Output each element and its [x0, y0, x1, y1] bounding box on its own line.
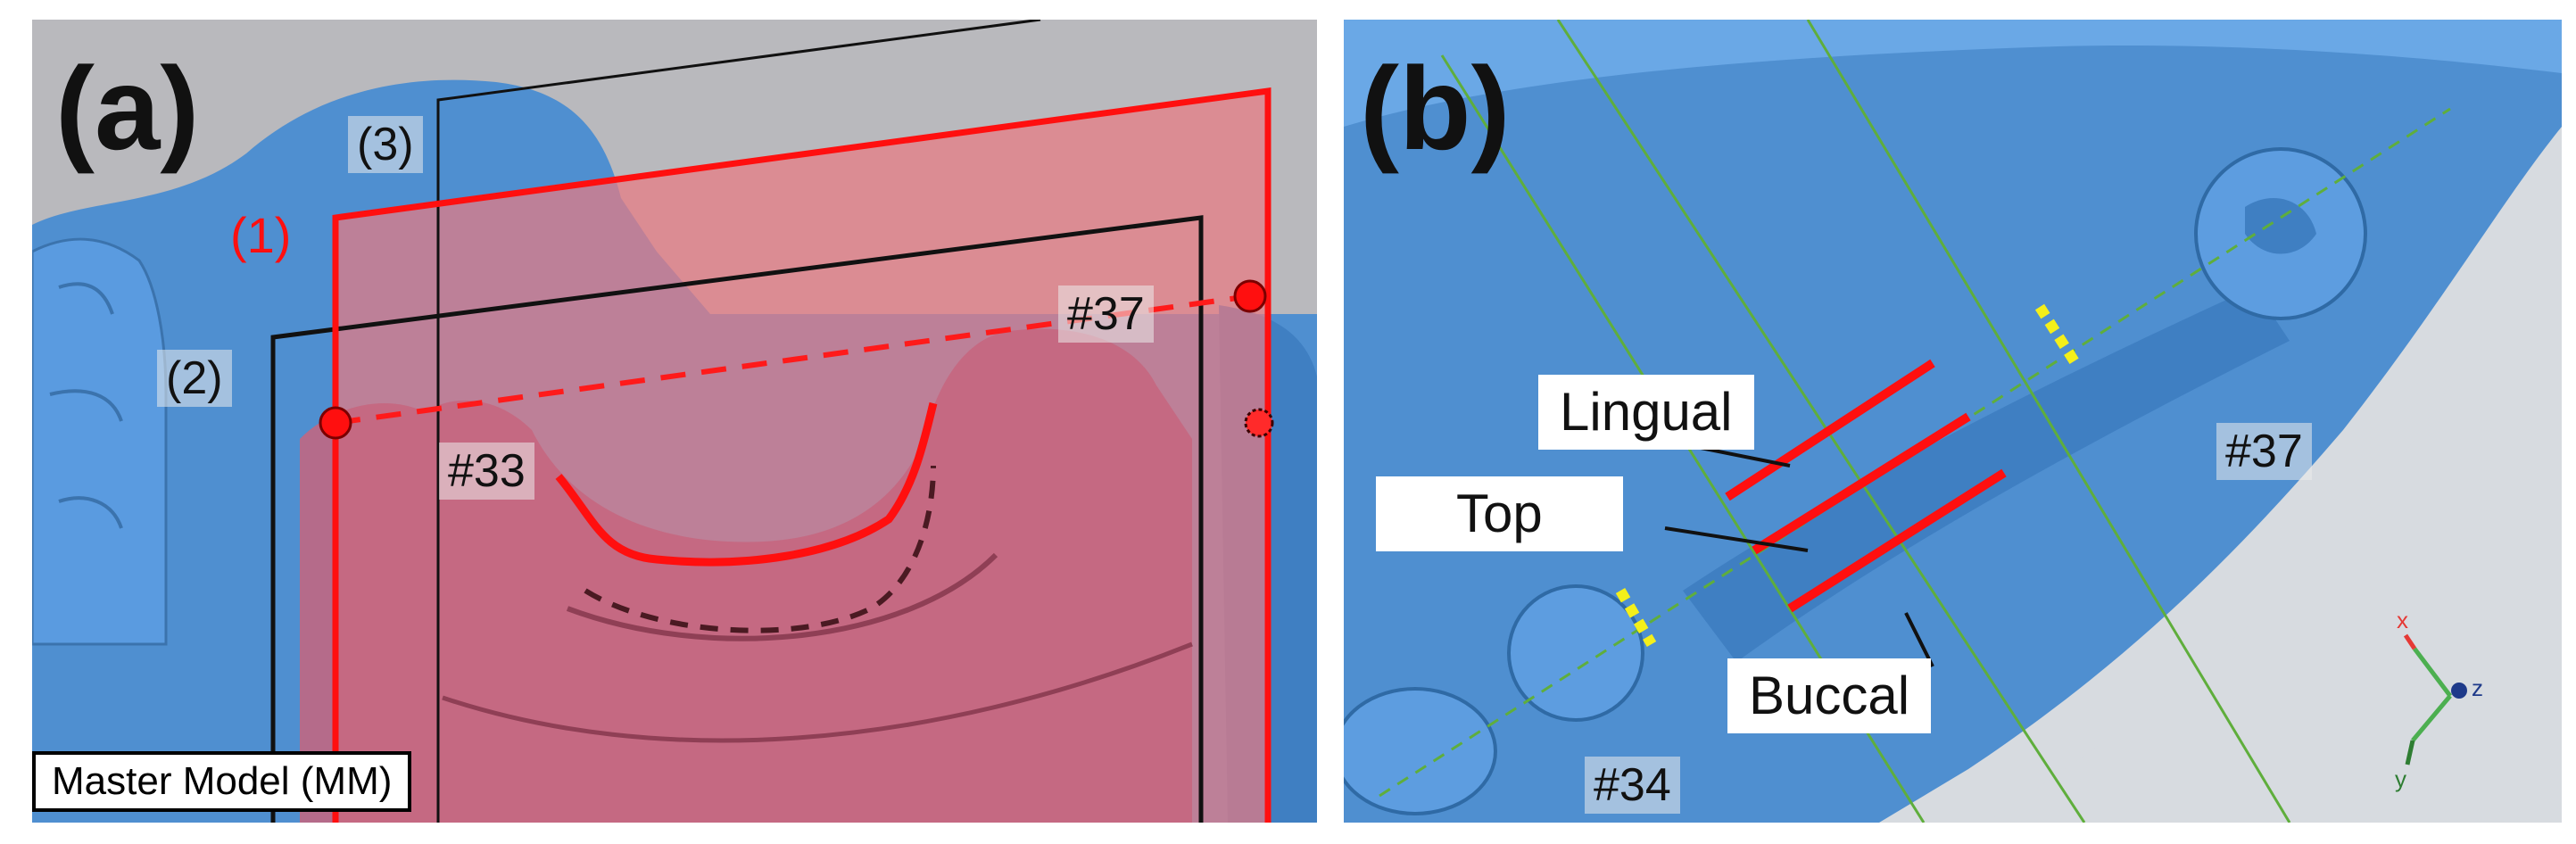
tooth-front — [1344, 687, 1497, 815]
plane-2-label: (2) — [157, 350, 232, 407]
lingual-label: Lingual — [1538, 375, 1754, 450]
tooth-34-label: #34 — [1585, 757, 1680, 814]
axis-z-label: z — [2472, 674, 2483, 701]
plane-2-frame — [270, 215, 1204, 823]
buccal-red-line — [1787, 468, 2007, 613]
model-base-contour — [442, 641, 1193, 743]
panel-a-scene — [32, 20, 1317, 823]
model-left-teeth — [32, 237, 168, 646]
panel-a: (a) (3) (1) (2) #33 #37 Master Model (MM… — [32, 20, 1317, 823]
model-caption: Master Model (MM) — [32, 751, 412, 812]
model-ridge-groove — [1683, 287, 2290, 662]
model-upper-ridge — [1344, 20, 2562, 127]
top-red-line — [1752, 412, 1971, 555]
top-label: Top — [1376, 476, 1623, 551]
model-ridge-contour — [566, 552, 998, 641]
marker-left — [319, 406, 352, 440]
margin-marker-37 — [2034, 303, 2081, 367]
model-teeth-grooves — [49, 282, 123, 529]
margin-marker-34 — [1615, 587, 1657, 648]
tooth-33-label: #33 — [439, 443, 534, 500]
plane-3-frame — [436, 20, 1041, 823]
tooth-37-fossa — [2245, 198, 2316, 254]
axis-x-label: x — [2397, 607, 2408, 633]
finish-line-dark-dashed — [584, 465, 936, 633]
tooth-34-crown — [1507, 584, 1644, 722]
plane-1-label: (1) — [230, 207, 292, 263]
panel-b: (b) Lingual Top Buccal #37 #34 x z y — [1344, 20, 2562, 823]
green-center-dashed — [1379, 107, 2451, 798]
plane-1-frame — [332, 87, 1271, 823]
panel-b-scene — [1344, 20, 2562, 823]
marker-back — [1244, 408, 1274, 438]
marker-right — [1233, 279, 1267, 313]
finish-line-red — [555, 401, 938, 567]
reference-dashed-line — [335, 294, 1251, 426]
axis-y-label: y — [2395, 765, 2406, 792]
panel-b-label: (b) — [1360, 43, 1511, 174]
axes-gizmo — [2403, 633, 2467, 765]
panel-a-label: (a) — [55, 43, 200, 174]
plane-3-label: (3) — [348, 116, 423, 173]
tooth-37-label: #37 — [1058, 285, 1154, 343]
lingual-red-line — [1725, 359, 1935, 501]
buccal-label: Buccal — [1727, 658, 1932, 733]
tooth-37-label-b: #37 — [2216, 423, 2312, 480]
